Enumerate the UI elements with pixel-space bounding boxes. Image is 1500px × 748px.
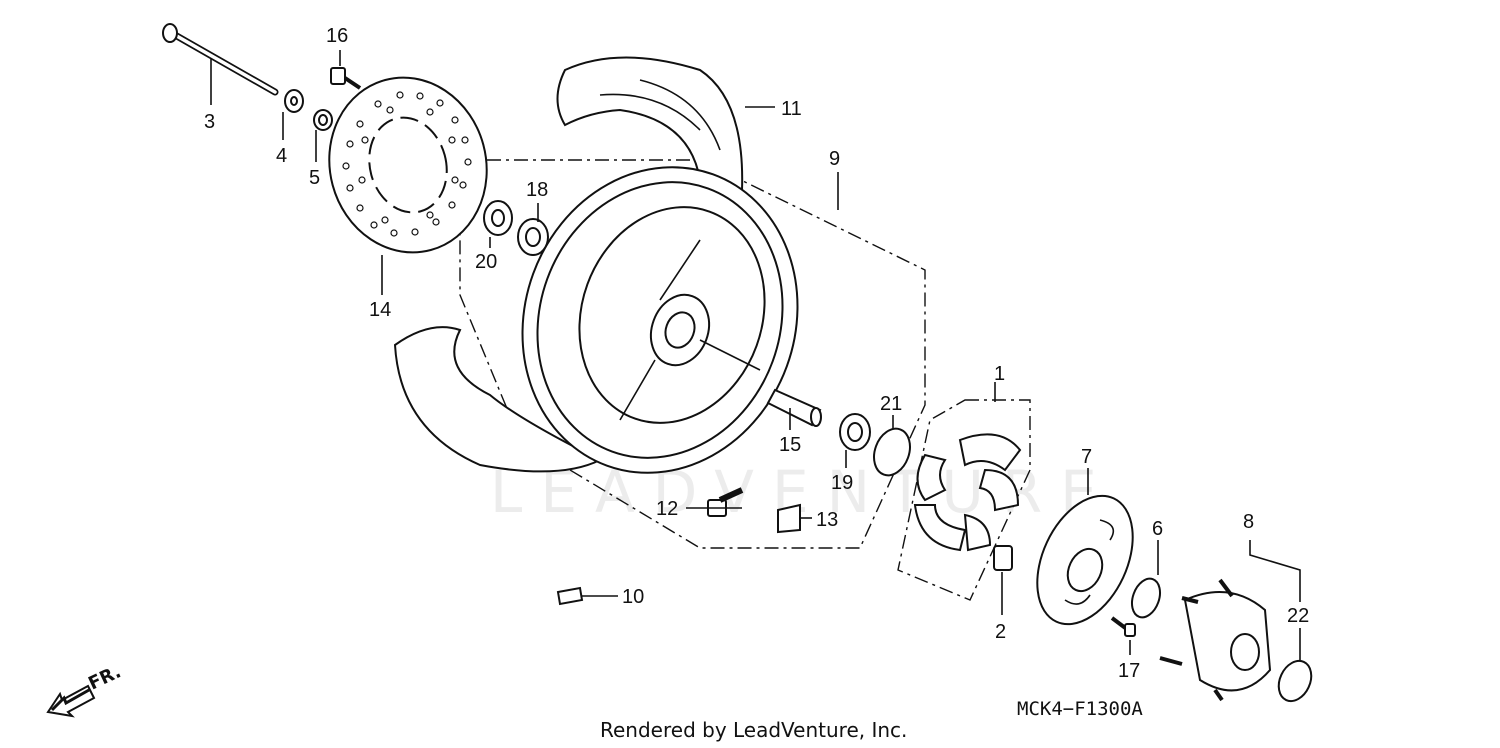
bolt-part — [1110, 616, 1136, 637]
hub-flange-part — [1159, 578, 1272, 702]
callout-17: 17 — [1118, 660, 1140, 682]
callout-14: 14 — [369, 299, 391, 321]
callout-6: 6 — [1152, 518, 1163, 540]
callout-8: 8 — [1243, 511, 1254, 533]
leader-lines — [210, 50, 1301, 660]
o-ring-part — [1277, 659, 1313, 703]
callout-labels: 1 2 3 4 5 6 7 8 9 10 11 12 13 14 15 16 1… — [204, 25, 1309, 682]
watermark: LEADVENTURE — [490, 458, 1115, 526]
wheel-rim-part — [521, 166, 799, 474]
callout-20: 20 — [475, 251, 497, 273]
callout-10: 10 — [622, 586, 644, 608]
clip-part — [556, 586, 584, 606]
collar-part — [993, 545, 1013, 571]
washer-part — [1130, 577, 1162, 619]
credit-text: Rendered by LeadVenture, Inc. — [600, 718, 907, 742]
o-ring-part — [873, 427, 911, 477]
spacer-part — [766, 388, 822, 427]
collar-part — [313, 109, 333, 131]
callout-2: 2 — [995, 621, 1006, 643]
callout-4: 4 — [276, 145, 287, 167]
callout-11: 11 — [781, 98, 802, 120]
front-direction-arrow: FR. — [46, 661, 124, 718]
callout-12: 12 — [656, 498, 678, 520]
balance-weight-part — [777, 503, 801, 534]
callout-22: 22 — [1287, 605, 1309, 627]
callout-5: 5 — [309, 167, 320, 189]
axle-part — [162, 23, 279, 96]
callout-18: 18 — [526, 179, 548, 201]
front-direction-label: FR. — [85, 661, 124, 694]
callout-9: 9 — [829, 148, 840, 170]
callout-15: 15 — [779, 434, 801, 456]
driven-flange-part — [1036, 494, 1134, 626]
diagram-code: MCK4−F1300A — [1017, 698, 1143, 720]
callout-1: 1 — [994, 363, 1005, 385]
bolt-part — [330, 67, 362, 90]
callout-3: 3 — [204, 111, 215, 133]
callout-21: 21 — [880, 393, 902, 415]
bearing-part — [839, 413, 871, 451]
brake-disc-part — [328, 76, 488, 254]
tire-lower-part — [393, 326, 603, 473]
damper-assembly-boundary — [897, 399, 1031, 601]
damper-rubber-part — [913, 433, 1022, 552]
bearing-part — [517, 218, 549, 256]
callout-19: 19 — [831, 472, 853, 494]
callout-13: 13 — [816, 509, 838, 531]
callout-7: 7 — [1081, 446, 1092, 468]
callout-16: 16 — [326, 25, 348, 47]
bearing-part — [483, 200, 513, 236]
